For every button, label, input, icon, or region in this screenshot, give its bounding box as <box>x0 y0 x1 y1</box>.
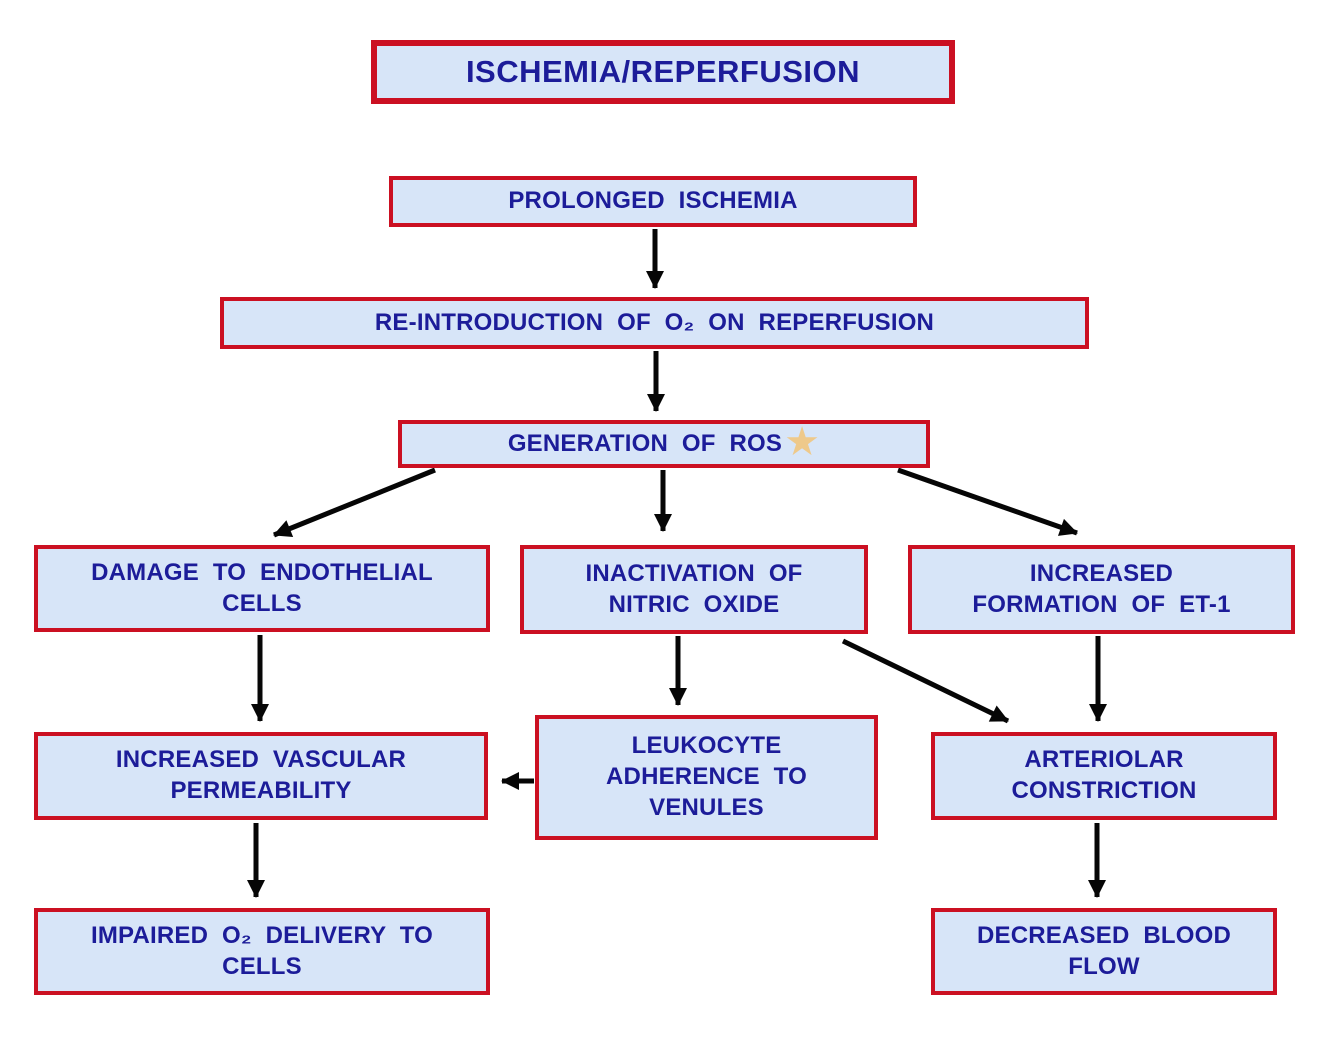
node-title-label: ISCHEMIA/REPERFUSION <box>465 54 861 90</box>
node-reintroduction-o2: RE-INTRODUCTION OF O₂ ON REPERFUSION <box>220 297 1089 349</box>
arrow-ros-to-damage <box>273 467 436 538</box>
node-impaired-line-2: CELLS <box>222 952 302 980</box>
node-leukocyte-line-2: ADHERENCE TO <box>606 763 807 791</box>
node-vascular-line-1: INCREASED VASCULAR <box>115 746 407 774</box>
ros-star-icon: ★ <box>784 420 821 464</box>
node-increased-formation-et1: INCREASED FORMATION OF ET-1 <box>908 545 1295 634</box>
node-generation-of-ros: GENERATION OF ROS ★ <box>398 420 930 468</box>
node-title: ISCHEMIA/REPERFUSION <box>371 40 955 104</box>
node-impaired-line-1: IMPAIRED O₂ DELIVERY TO <box>90 921 434 949</box>
node-prolonged-ischemia: PROLONGED ISCHEMIA <box>389 176 917 227</box>
node-inactivation-nitric-oxide: INACTIVATION OF NITRIC OXIDE <box>520 545 868 634</box>
node-leukocyte-adherence-venules: LEUKOCYTE ADHERENCE TO VENULES <box>535 715 878 840</box>
node-leukocyte-line-1: LEUKOCYTE <box>631 732 782 760</box>
node-nitric-line-2: NITRIC OXIDE <box>608 590 780 618</box>
node-et1-line-2: FORMATION OF ET-1 <box>972 590 1231 618</box>
arrow-ros-to-et1 <box>897 467 1078 536</box>
node-nitric-line-1: INACTIVATION OF <box>585 559 803 587</box>
node-arteriolar-line-2: CONSTRICTION <box>1011 777 1197 804</box>
node-increased-vascular-permeability: INCREASED VASCULAR PERMEABILITY <box>34 732 488 820</box>
node-decreased-blood-flow: DECREASED BLOOD FLOW <box>931 908 1277 995</box>
node-decreased-line-2: FLOW <box>1068 952 1140 980</box>
node-prolonged-ischemia-label: PROLONGED ISCHEMIA <box>508 187 798 215</box>
node-damage-line-1: DAMAGE TO ENDOTHELIAL <box>91 558 433 586</box>
node-damage-line-2: CELLS <box>222 589 302 617</box>
node-reintroduction-o2-label: RE-INTRODUCTION OF O₂ ON REPERFUSION <box>374 308 935 336</box>
node-et1-line-1: INCREASED <box>1029 559 1174 587</box>
node-vascular-line-2: PERMEABILITY <box>170 777 352 804</box>
node-arteriolar-constriction: ARTERIOLAR CONSTRICTION <box>931 732 1277 820</box>
node-damage-endothelial-cells: DAMAGE TO ENDOTHELIAL CELLS <box>34 545 490 632</box>
node-generation-of-ros-label: GENERATION OF ROS <box>507 429 783 457</box>
node-impaired-o2-delivery: IMPAIRED O₂ DELIVERY TO CELLS <box>34 908 490 995</box>
node-arteriolar-line-1: ARTERIOLAR <box>1024 746 1184 774</box>
node-leukocyte-line-3: VENULES <box>649 793 764 821</box>
node-decreased-line-1: DECREASED BLOOD <box>976 921 1232 949</box>
arrow-nitric-to-arteriolar <box>841 638 1010 724</box>
